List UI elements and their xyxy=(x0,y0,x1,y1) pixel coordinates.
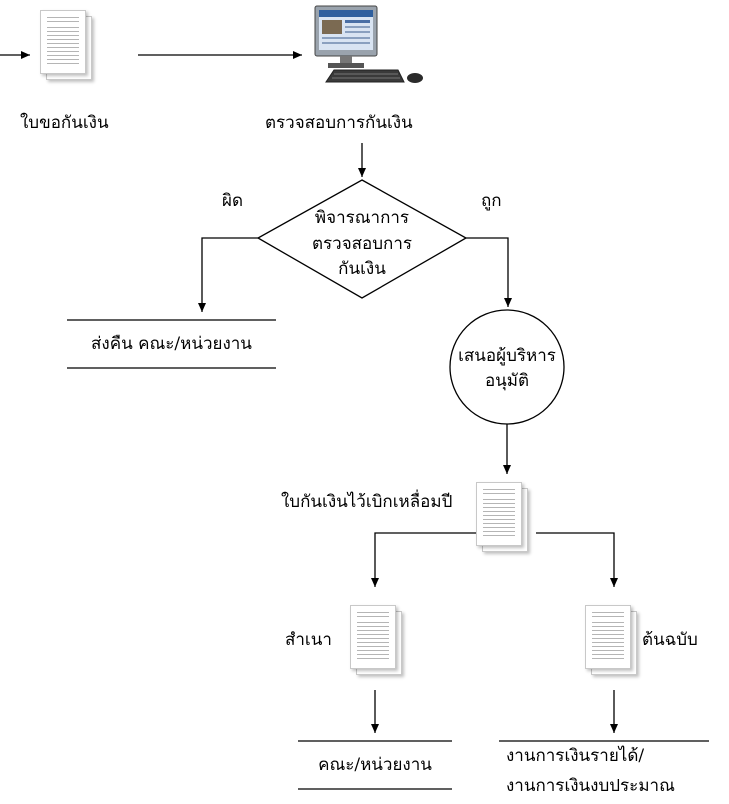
return-label: ส่งคืน คณะ/หน่วยงาน xyxy=(91,334,252,354)
arrow-split-right xyxy=(536,532,618,587)
request-doc-label: ใบขอกันเงิน xyxy=(20,113,109,133)
arrow-correct-branch xyxy=(466,237,512,307)
original-label: ต้นฉบับ xyxy=(642,630,698,650)
arrow-split-left xyxy=(371,532,476,587)
original-dest-label-line1: งานการเงินรายได้/ xyxy=(506,746,645,766)
arrow-wrong-branch xyxy=(198,237,258,312)
document-icon xyxy=(40,10,92,80)
copy-label: สำเนา xyxy=(285,630,332,650)
decision-label-line3: กันเงิน xyxy=(338,259,386,279)
decision-label-line2: ตรวจสอบการ xyxy=(311,234,413,254)
correct-label: ถูก xyxy=(481,191,502,211)
copy-dest-label: คณะ/หน่วยงาน xyxy=(318,755,432,775)
propose-circle xyxy=(449,309,565,425)
document-icon xyxy=(585,605,637,675)
decision-diamond xyxy=(256,179,468,299)
original-dest-label-line2: งานการเงินงบประมาณ xyxy=(506,776,675,796)
reserve-doc-label: ใบกันเงินไว้เบิกเหลื่อมปี xyxy=(281,492,453,512)
computer-icon xyxy=(314,5,423,83)
propose-label-line1: เสนอผู้บริหาร xyxy=(458,346,556,366)
decision-label-line1: พิจารณาการ xyxy=(314,208,410,228)
wrong-label: ผิด xyxy=(222,191,244,211)
document-icon xyxy=(476,482,528,552)
check-label: ตรวจสอบการกันเงิน xyxy=(265,113,413,133)
propose-label-line2: อนุมัติ xyxy=(484,371,530,391)
document-icon xyxy=(350,605,402,675)
